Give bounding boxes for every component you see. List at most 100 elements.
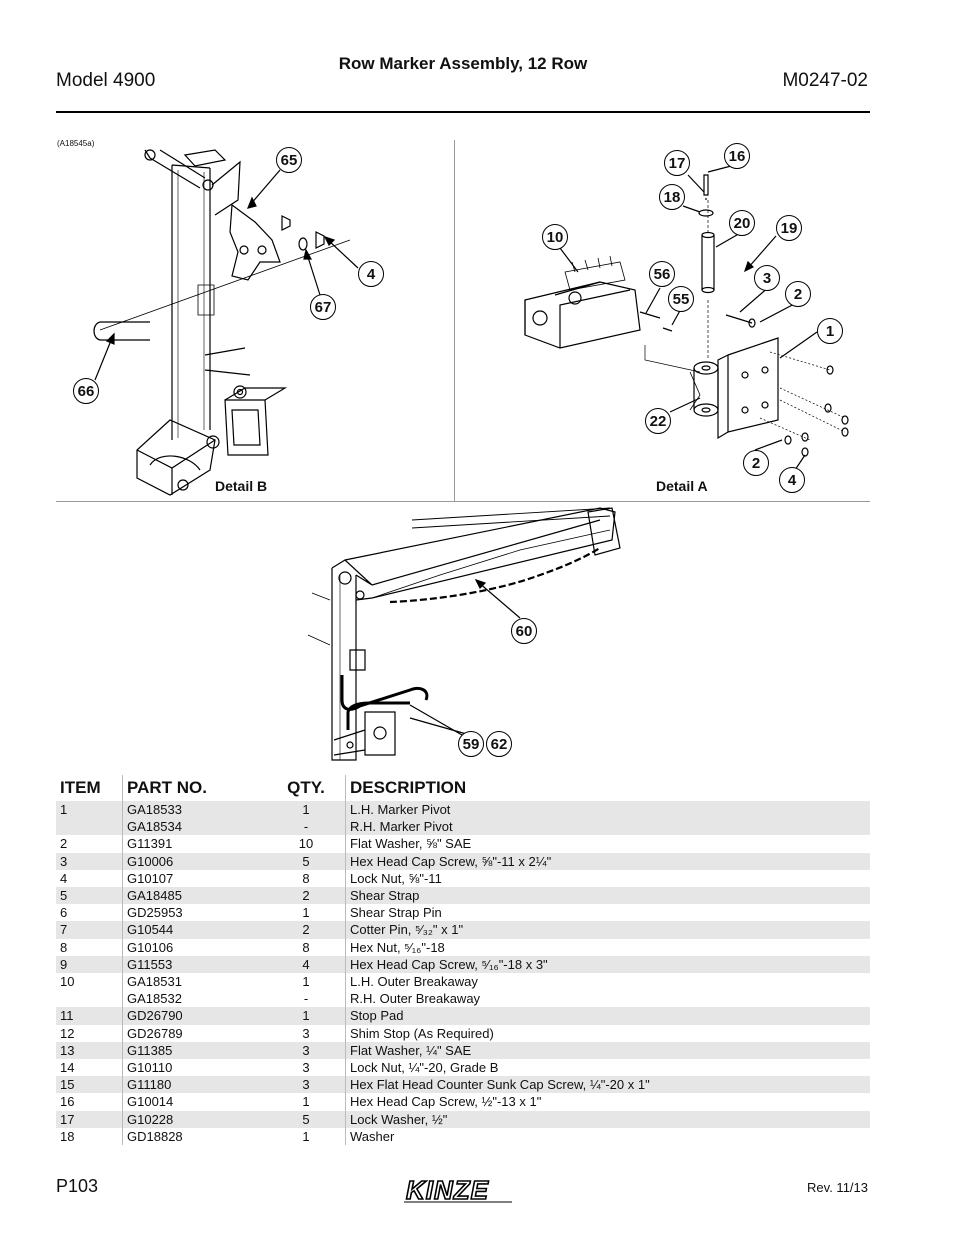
cell-qty: 1- <box>267 801 346 836</box>
cell-description-line: Stop Pad <box>350 1008 404 1024</box>
cell-part-no: G10228 <box>122 1110 267 1128</box>
cell-item: 16 <box>60 1094 75 1110</box>
cell-description: Hex Nut, ⁵⁄₁₆"-18 <box>345 938 870 956</box>
document-number: M0247-02 <box>782 70 868 91</box>
cell-qty-line: 5 <box>302 853 310 869</box>
cell-item: 4 <box>60 870 68 886</box>
callout-56: 56 <box>649 261 675 287</box>
cell-qty-line: 1 <box>302 905 310 921</box>
cell-description: Stop Pad <box>345 1007 870 1025</box>
cell-part-no-line: GA18534 <box>127 819 182 835</box>
callout-19: 19 <box>776 215 802 241</box>
cell-description: Shear Strap <box>345 887 870 905</box>
column-header-description: DESCRIPTION <box>345 775 870 801</box>
figure-divider-vertical <box>454 140 455 502</box>
cell-qty-line: - <box>303 991 309 1007</box>
cell-description-line: Hex Flat Head Counter Sunk Cap Screw, ¼"… <box>350 1077 650 1093</box>
cell-description: Lock Washer, ½" <box>345 1110 870 1128</box>
callout-4: 4 <box>358 261 384 287</box>
cell-qty: 5 <box>267 1110 346 1128</box>
cell-item: 8 <box>60 939 68 955</box>
cell-part-no-line: G10107 <box>127 870 174 886</box>
cell-qty-line: 3 <box>302 1077 310 1093</box>
cell-part-no-line: G11553 <box>127 956 173 972</box>
callout-66: 66 <box>73 378 99 404</box>
figure-reference: (A18545a) <box>57 139 95 148</box>
cell-part-no-line: GD25953 <box>127 905 183 921</box>
cell-part-no-line: GD26790 <box>127 1008 183 1024</box>
cell-description-line: Flat Washer, ¼" SAE <box>350 1042 472 1058</box>
cell-qty-line: 10 <box>298 836 314 852</box>
model-label: Model 4900 <box>56 70 156 91</box>
callout-59: 59 <box>458 731 484 757</box>
callout-55: 55 <box>668 286 694 312</box>
callout-2-lower: 2 <box>743 450 769 476</box>
cell-item: 11 <box>56 1007 123 1025</box>
cell-description: Lock Nut, ¼"-20, Grade B <box>345 1059 870 1077</box>
cell-qty-line: 2 <box>302 922 310 938</box>
cell-qty: 1 <box>267 1007 346 1025</box>
detail-a-label: Detail A <box>656 478 708 494</box>
cell-item: 1 <box>56 801 123 836</box>
cell-item: 15 <box>56 1076 123 1094</box>
cell-qty-line: - <box>303 819 309 835</box>
cell-item: 12 <box>60 1025 75 1041</box>
cell-part-no: G11553 <box>122 955 267 974</box>
table-header-row: ITEM PART NO. QTY. DESCRIPTION <box>56 775 870 801</box>
cell-description: Hex Head Cap Screw, ⁵⁄₁₆"-18 x 3" <box>345 955 870 974</box>
cell-part-no: G11385 <box>122 1041 267 1060</box>
marker-arm-drawing <box>307 507 621 761</box>
detail-a-breakaway-drawing <box>524 164 849 471</box>
cell-qty: 3 <box>267 1025 346 1042</box>
column-header-item: ITEM <box>60 778 101 797</box>
cell-part-no: GD25953 <box>122 904 267 922</box>
cell-qty-line: 3 <box>302 1060 310 1076</box>
cell-part-no-line: GD26789 <box>127 1025 183 1041</box>
cell-item: 14 <box>60 1060 75 1076</box>
table-row: 12 GD26789 3 Shim Stop (As Required) <box>56 1024 870 1042</box>
callout-4-lower: 4 <box>779 467 805 493</box>
kinze-logo-text: KINZE <box>406 1176 489 1205</box>
cell-part-no: G10014 <box>122 1093 267 1111</box>
cell-description-line: Flat Washer, ⅝" SAE <box>350 836 472 852</box>
cell-description-line: Lock Nut, ¼"-20, Grade B <box>350 1060 499 1076</box>
cell-description-line: R.H. Outer Breakaway <box>350 991 481 1007</box>
cell-part-no-line: GA18532 <box>127 991 182 1007</box>
page-number: P103 <box>56 1176 99 1196</box>
callout-65: 65 <box>276 147 302 173</box>
callout-60: 60 <box>511 618 537 644</box>
cell-description: Hex Head Cap Screw, ⅝"-11 x 2¼" <box>345 852 870 870</box>
cell-description-line: Hex Head Cap Screw, ⁵⁄₁₆"-18 x 3" <box>350 956 548 972</box>
cell-qty: 3 <box>267 1041 346 1060</box>
cell-qty: 1 <box>267 904 346 921</box>
cell-qty-line: 8 <box>302 870 310 886</box>
cell-description-line: Cotter Pin, ⁵⁄₃₂" x 1" <box>350 922 464 938</box>
cell-part-no: G10107 <box>122 869 267 888</box>
cell-part-no-line: G11385 <box>127 1042 173 1058</box>
cell-part-no: G10106 <box>122 938 267 956</box>
cell-description: Hex Flat Head Counter Sunk Cap Screw, ¼"… <box>345 1076 870 1094</box>
cell-part-no-line: G11180 <box>127 1077 172 1093</box>
callout-62: 62 <box>486 731 512 757</box>
cell-qty-line: 3 <box>302 1025 310 1041</box>
callout-67: 67 <box>310 294 336 320</box>
revision-date: Rev. 11/13 <box>807 1180 868 1195</box>
cell-qty: 1 <box>267 1093 346 1110</box>
cell-description: Lock Nut, ⅝"-11 <box>345 869 870 888</box>
cell-description-line: Shim Stop (As Required) <box>350 1025 494 1041</box>
cell-item: 17 <box>56 1110 123 1128</box>
assembly-illustration <box>93 149 849 761</box>
callout-16: 16 <box>724 143 750 169</box>
